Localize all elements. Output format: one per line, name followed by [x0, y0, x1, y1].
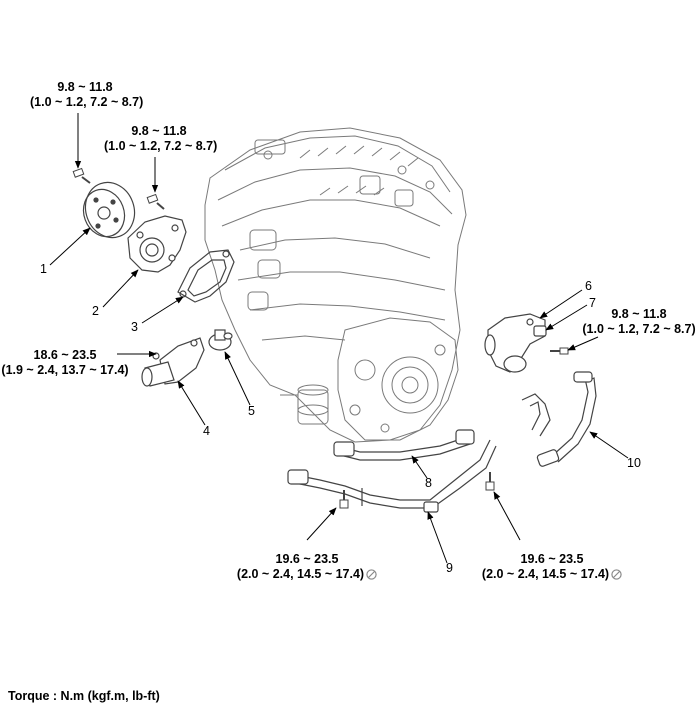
callout-9: 9	[446, 561, 453, 575]
torque-conversion-with-icon: (2.0 ~ 2.4, 14.5 ~ 17.4)	[228, 567, 386, 582]
part-9-pipe	[287, 439, 497, 513]
torque-units-footnote: Torque : N.m (kgf.m, lb-ft)	[8, 689, 160, 703]
torque-label-outlet: 9.8 ~ 11.8 (1.0 ~ 1.2, 7.2 ~ 8.7)	[580, 307, 698, 337]
torque-conversion-with-icon: (2.0 ~ 2.4, 14.5 ~ 17.4)	[473, 567, 631, 582]
prohibited-circle-icon	[611, 569, 622, 580]
part-6-outlet-fitting	[484, 313, 546, 373]
torque-label-pulley: 9.8 ~ 11.8 (1.0 ~ 1.2, 7.2 ~ 8.7)	[30, 80, 144, 110]
torque-label-inlet: 18.6 ~ 23.5 (1.9 ~ 2.4, 13.7 ~ 17.4)	[0, 348, 130, 378]
part-3-gasket	[177, 249, 235, 303]
torque-value: 9.8 ~ 11.8	[131, 124, 187, 138]
bolt-icon	[550, 347, 569, 355]
torque-label-pump: 9.8 ~ 11.8 (1.0 ~ 1.2, 7.2 ~ 8.7)	[104, 124, 218, 154]
callout-6: 6	[585, 279, 592, 293]
callout-4: 4	[203, 424, 210, 438]
torque-value: 19.6 ~ 23.5	[520, 552, 584, 566]
callout-2: 2	[92, 304, 99, 318]
part-2-water-pump	[127, 215, 187, 273]
part-1-pulley	[82, 181, 136, 239]
torque-label-pipe-left: 19.6 ~ 23.5 (2.0 ~ 2.4, 14.5 ~ 17.4)	[228, 552, 386, 582]
torque-value: 19.6 ~ 23.5	[275, 552, 339, 566]
engine-block	[204, 127, 467, 443]
part-5-thermostat	[208, 329, 233, 351]
bolt-icon	[72, 167, 91, 184]
bolt-icon	[339, 490, 349, 509]
callout-10: 10	[627, 456, 641, 470]
bolt-icon	[146, 193, 165, 210]
torque-conversion: (1.0 ~ 1.2, 7.2 ~ 8.7)	[104, 139, 218, 153]
torque-value: 9.8 ~ 11.8	[57, 80, 113, 94]
leader-lines	[49, 113, 629, 564]
callout-1: 1	[40, 262, 47, 276]
bolt-icon	[485, 472, 495, 491]
torque-conversion: (1.9 ~ 2.4, 13.7 ~ 17.4)	[1, 363, 129, 377]
prohibited-circle-icon	[366, 569, 377, 580]
part-7-temperature-sensor	[533, 325, 547, 337]
callout-5: 5	[248, 404, 255, 418]
part-10-hoses	[521, 371, 597, 467]
torque-conversion: (2.0 ~ 2.4, 14.5 ~ 17.4)	[236, 567, 365, 581]
torque-value: 9.8 ~ 11.8	[611, 307, 667, 321]
callout-3: 3	[131, 320, 138, 334]
torque-conversion: (2.0 ~ 2.4, 14.5 ~ 17.4)	[481, 567, 610, 581]
callout-8: 8	[425, 476, 432, 490]
callout-7: 7	[589, 296, 596, 310]
torque-conversion: (1.0 ~ 1.2, 7.2 ~ 8.7)	[582, 322, 696, 336]
part-4-inlet-fitting	[141, 337, 205, 387]
torque-conversion: (1.0 ~ 1.2, 7.2 ~ 8.7)	[30, 95, 144, 109]
torque-label-pipe-right: 19.6 ~ 23.5 (2.0 ~ 2.4, 14.5 ~ 17.4)	[473, 552, 631, 582]
torque-value: 18.6 ~ 23.5	[33, 348, 97, 362]
part-8-pipe	[333, 429, 475, 461]
